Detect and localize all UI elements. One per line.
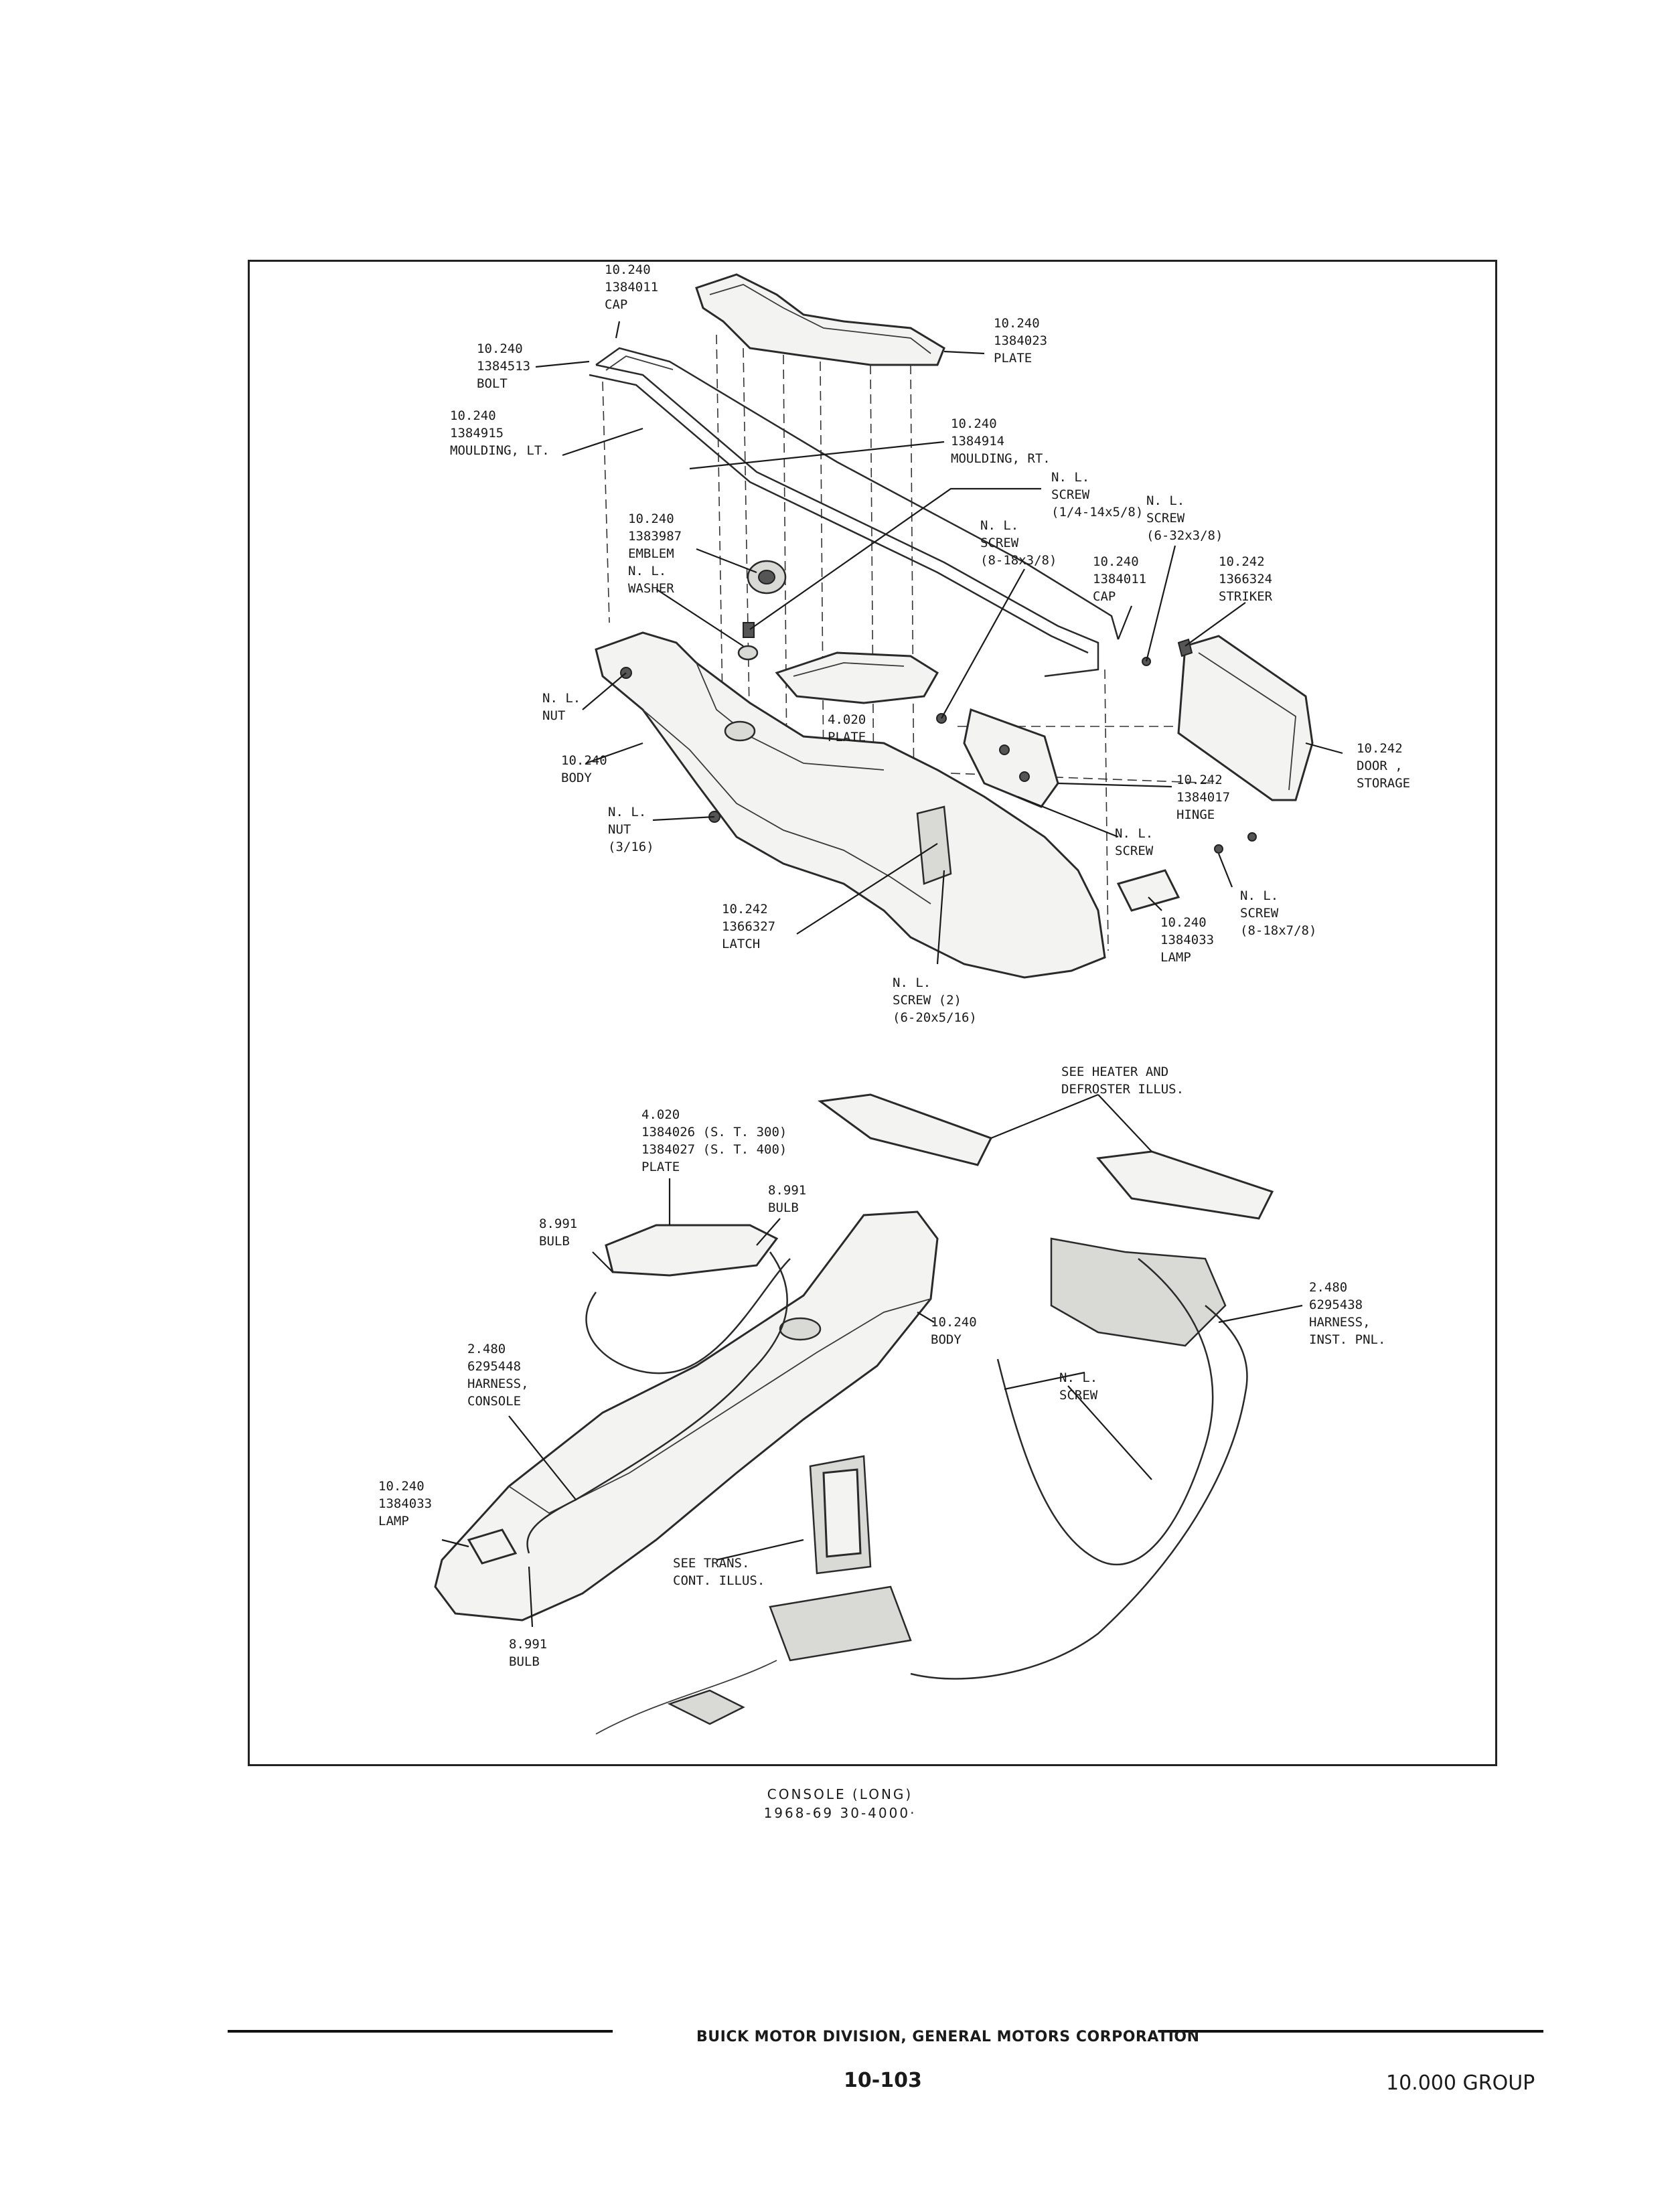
diagram-frame	[248, 260, 1497, 1766]
lamp-upper-part	[1116, 869, 1180, 912]
footer-division: BUICK MOTOR DIVISION, GENERAL MOTORS COR…	[696, 2029, 1200, 2045]
label-screw-lower: N. L.SCREW	[1059, 1370, 1098, 1403]
footer-rule-left	[228, 2030, 613, 2033]
moulding-rt-part	[589, 374, 1089, 654]
lower-plate-part	[605, 1224, 779, 1277]
footer-page-number: 10-103	[844, 2069, 922, 2092]
label-screw-8-18-78: N. L.SCREW(8-18x7/8)	[1240, 888, 1317, 938]
label-screw-2: N. L.SCREW (2)(6-20x5/16)	[893, 975, 977, 1025]
label-nut-left: N. L.NUT	[542, 691, 581, 723]
footer-rule-right	[1158, 2030, 1543, 2033]
defroster-duct-part	[818, 1093, 993, 1166]
footer-group: 10.000 GROUP	[1386, 2071, 1535, 2095]
lamp-lower-part	[467, 1528, 518, 1565]
label-see-trans: SEE TRANS.CONT. ILLUS.	[673, 1556, 765, 1588]
label-screw-hinge: N. L.SCREW	[1115, 826, 1154, 858]
console-body-part	[595, 631, 1106, 979]
top-plate-part	[695, 273, 945, 366]
label-screw-quarter: N. L.SCREW(1/4-14x5/8)	[1051, 470, 1144, 520]
label-washer: N. L.WASHER	[628, 564, 674, 596]
label-nut-316: N. L.NUT(3/16)	[608, 805, 654, 854]
caption-title: CONSOLE (LONG)	[767, 1786, 913, 1802]
label-screw-8-18-38: N. L.SCREW(8-18x3/8)	[980, 518, 1057, 568]
storage-door-part	[1177, 635, 1314, 801]
lower-console-body-part	[434, 1210, 939, 1622]
caption-subtitle: 1968-69 30-4000·	[763, 1805, 917, 1821]
harness-console-wire	[585, 1258, 791, 1374]
moulding-lt-part	[595, 364, 1099, 678]
washer-part	[737, 645, 759, 661]
label-screw-6-32: N. L.SCREW(6-32x3/8)	[1146, 493, 1223, 543]
harness-inst-wire	[996, 1258, 1214, 1566]
